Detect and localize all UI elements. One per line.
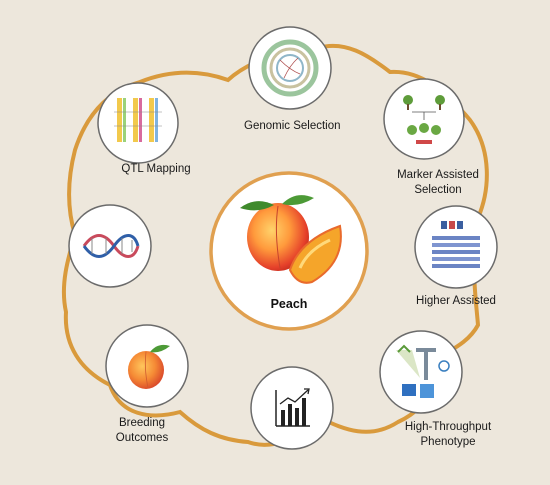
qtl-mapping-label: QTL Mapping [121,163,191,175]
genomic-selection-node [248,26,332,110]
genomic-selection-label: Genomic Selection [244,120,341,132]
phenotyping-robot-icon [396,344,450,398]
marker-assisted-selection-node [383,78,465,160]
bar-chart-trend-icon [275,388,310,427]
marker-assisted-label-line2: Selection [414,184,462,196]
cycle-ring [61,43,489,447]
higher-assisted-node [414,205,498,289]
dna-node [68,204,152,288]
marker-assisted-label-line1: Marker Assisted [397,169,479,181]
breeding-outcomes-node [105,324,189,408]
circular-genome-plot-icon [261,39,319,97]
breeding-label-line2: Outcomes [115,432,169,444]
higher-assisted-label: Higher Assisted [416,295,496,307]
peach-fruit-icon [240,195,342,284]
dna-helix-icon [82,234,140,258]
tree-cross-pedigree-icon [403,95,445,144]
high-throughput-phenotype-node [379,330,463,414]
qtl-chromosome-map-icon [114,98,162,142]
marker-heatmap-icon [432,221,480,268]
peach-icon [128,344,170,389]
center-label: Peach [270,297,308,311]
center-peach-node [209,171,369,331]
qtl-mapping-node [97,82,179,164]
htp-label-line2: Phenotype [420,436,476,448]
chart-node [250,366,334,450]
breeding-label-line1: Breeding [118,417,166,429]
htp-label-line1: High-Throughput [404,421,492,433]
